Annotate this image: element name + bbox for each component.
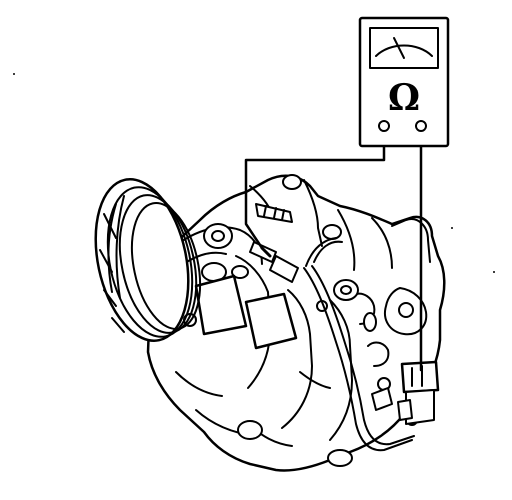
test-leads <box>244 125 423 372</box>
terminal-left <box>378 120 390 132</box>
terminal-right <box>415 120 427 132</box>
pulley <box>94 178 202 342</box>
meter-needle <box>393 37 405 59</box>
compressor-body <box>144 174 446 472</box>
test-lead-left <box>244 125 386 250</box>
body-label-plate-left <box>194 274 248 336</box>
ohm-symbol: Ω <box>388 77 420 119</box>
scan-artifacts <box>13 19 495 273</box>
harness-clamp <box>371 387 393 411</box>
meter-scale-arc <box>375 44 433 57</box>
thermal-sensor-harness <box>249 203 440 452</box>
multimeter: Ω <box>358 16 450 148</box>
sensor-plug <box>269 255 299 283</box>
multimeter-display <box>369 27 439 69</box>
body-label-plate-right <box>244 292 298 350</box>
